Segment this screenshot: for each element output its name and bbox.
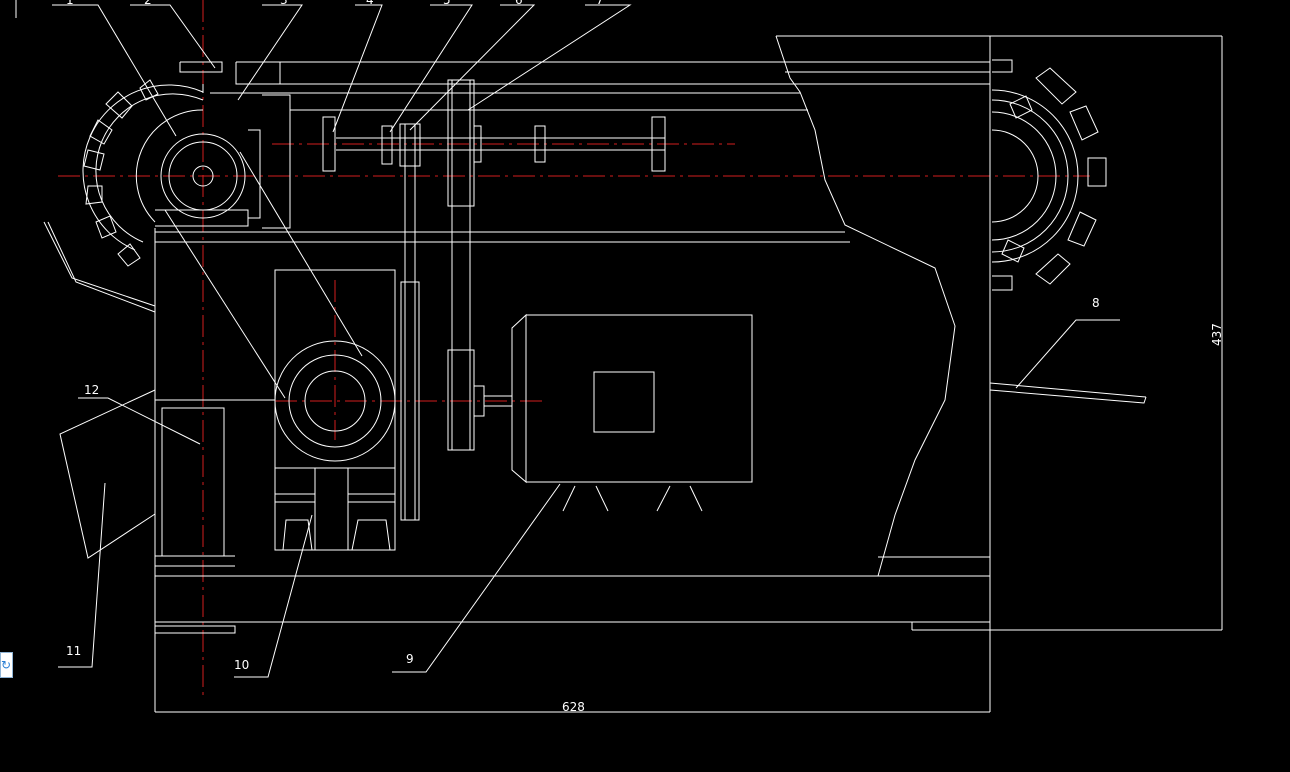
part-label-5: 5 — [443, 0, 451, 7]
part-label-4: 4 — [366, 0, 374, 7]
right-sprocket — [991, 59, 1107, 291]
dimension-height-text: 437 — [1210, 323, 1224, 346]
part-label-9: 9 — [406, 652, 414, 666]
belts — [400, 79, 512, 521]
left-sprocket — [82, 79, 291, 267]
top-rail — [179, 35, 1222, 111]
part-label-6: 6 — [515, 0, 523, 7]
dimension-width-text: 628 — [562, 700, 585, 714]
part-labels: 1 2 3 4 5 6 7 8 9 10 11 12 — [66, 0, 1100, 672]
part-label-8: 8 — [1092, 296, 1100, 310]
chutes — [43, 221, 1147, 559]
part-label-3: 3 — [280, 0, 288, 7]
part-label-7: 7 — [596, 0, 604, 7]
motor — [511, 313, 753, 512]
break-line — [775, 35, 956, 577]
part-label-12: 12 — [84, 383, 99, 397]
leader-lines — [15, 0, 1120, 678]
part-label-10: 10 — [234, 658, 249, 672]
left-support — [155, 399, 275, 556]
part-label-11: 11 — [66, 644, 81, 658]
centerlines — [58, 0, 1090, 695]
part-label-1: 1 — [66, 0, 74, 7]
gearbox — [274, 269, 396, 551]
refresh-icon[interactable]: ↻ — [0, 652, 13, 678]
dimension-lines — [155, 36, 1223, 713]
part-label-2: 2 — [144, 0, 152, 7]
main-frame — [154, 36, 1222, 712]
